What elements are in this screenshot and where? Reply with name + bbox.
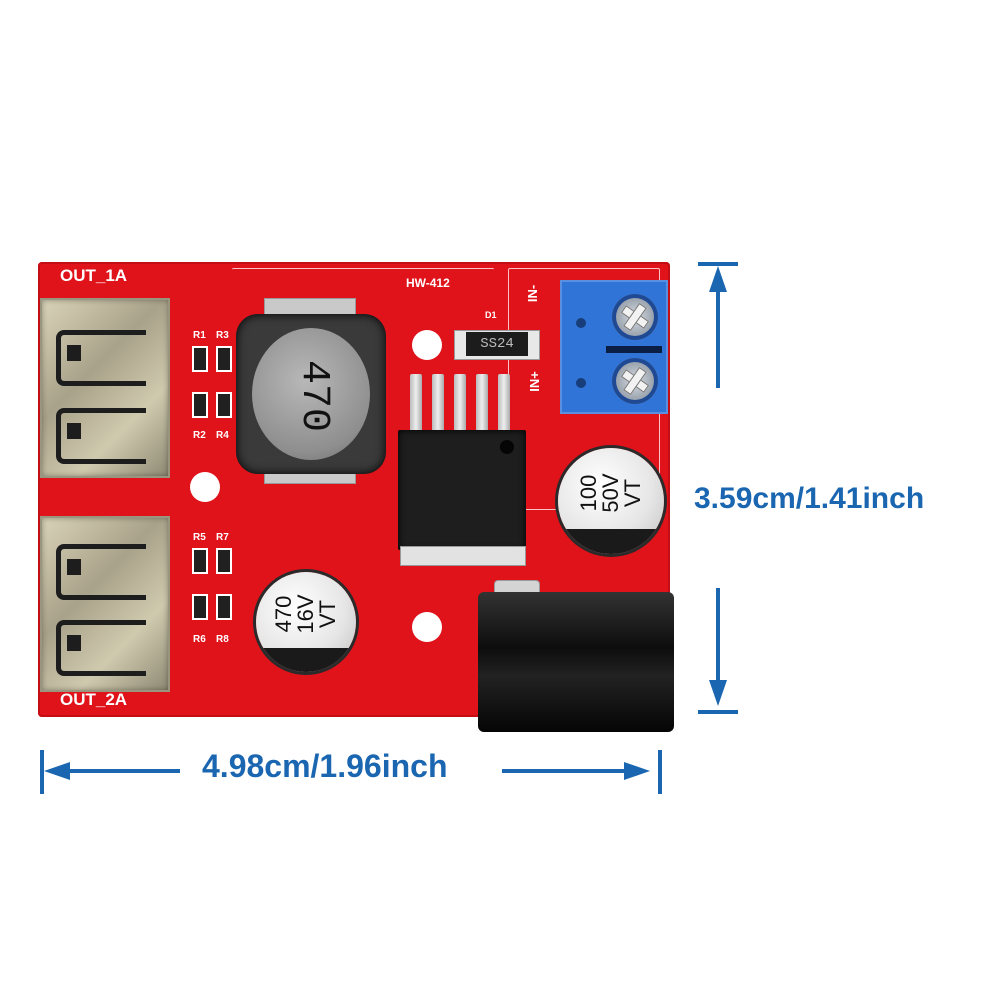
terminal-hole: [576, 318, 586, 328]
resistor-r6: [192, 594, 208, 620]
mounting-hole: [412, 330, 442, 360]
capacitor-series: VT: [315, 599, 340, 629]
resistor-label: R2: [193, 430, 206, 441]
ic-pin: [454, 374, 466, 432]
mounting-hole: [412, 612, 442, 642]
resistor-label: R8: [216, 634, 229, 645]
ic-tab: [400, 546, 526, 566]
regulator-ic: [398, 430, 526, 550]
model-label: HW-412: [406, 276, 450, 290]
input-screw-terminal[interactable]: [560, 280, 668, 414]
resistor-r1: [192, 346, 208, 372]
dc-barrel-jack[interactable]: [478, 592, 674, 732]
resistor-r3: [216, 346, 232, 372]
resistor-label: R1: [193, 330, 206, 341]
usb-contact: [56, 544, 146, 600]
dimension-tick-left: [40, 750, 44, 794]
resistor-r2: [192, 392, 208, 418]
inductor-core: [252, 328, 370, 460]
resistor-label: R4: [216, 430, 229, 441]
capacitor-470uf-16v: 470 16V VT: [256, 572, 356, 672]
silk-line: [232, 268, 494, 271]
capacitor-marking: 100 50V VT: [576, 473, 645, 512]
usb-port-out-1a[interactable]: [40, 298, 170, 478]
capacitor-marking: 470 16V VT: [271, 594, 340, 633]
arrow-down-icon: [709, 680, 727, 706]
usb-contact: [56, 620, 146, 676]
height-dimension-label: 3.59cm/1.41inch: [694, 482, 925, 515]
usb-port-out-2a[interactable]: [40, 516, 170, 692]
ic-pin: [476, 374, 488, 432]
resistor-r8: [216, 594, 232, 620]
screw-icon[interactable]: [612, 358, 658, 404]
resistor-label: R3: [216, 330, 229, 341]
dimension-tick-right: [658, 750, 662, 794]
capacitor-series: VT: [620, 478, 645, 507]
usb-contact: [56, 330, 146, 386]
dimension-tick-top: [698, 262, 738, 266]
resistor-r4: [216, 392, 232, 418]
inductor-marking: 470: [291, 360, 336, 433]
resistor-r5: [192, 548, 208, 574]
arrow-left-icon: [44, 762, 70, 780]
out-2a-label: OUT_2A: [60, 690, 128, 709]
resistor-label: R5: [193, 532, 206, 543]
screw-icon[interactable]: [612, 294, 658, 340]
capacitor-polarity-band: [558, 528, 664, 554]
ic-pin: [498, 374, 510, 432]
width-dimension-label: 4.98cm/1.96inch: [202, 748, 448, 784]
usb-contact: [56, 408, 146, 464]
ic-pin1-dot: [500, 440, 514, 454]
dimension-line: [716, 588, 720, 682]
dimension-tick-bottom: [698, 710, 738, 714]
diode-ss24: SS24: [466, 332, 528, 356]
resistor-r7: [216, 548, 232, 574]
out-1a-label: OUT_1A: [60, 266, 128, 285]
ic-pin: [432, 374, 444, 432]
mounting-hole: [190, 472, 220, 502]
arrow-up-icon: [709, 266, 727, 292]
arrow-right-icon: [624, 762, 650, 780]
capacitor-polarity-band: [256, 648, 356, 672]
ic-pin: [410, 374, 422, 432]
pcb-board: OUT_1A OUT_2A HW-412 IN- IN+ D1 R1 R3 R2…: [38, 262, 674, 732]
inductor: 470: [236, 314, 386, 474]
dimension-line: [716, 290, 720, 388]
diode-ref-label: D1: [485, 310, 497, 320]
resistor-label: R7: [216, 532, 229, 543]
resistor-label: R6: [193, 634, 206, 645]
dimension-line: [502, 769, 624, 773]
dimension-line: [66, 769, 180, 773]
terminal-divider: [606, 346, 662, 353]
terminal-hole: [576, 378, 586, 388]
capacitor-100uf-50v: 100 50V VT: [558, 448, 664, 554]
